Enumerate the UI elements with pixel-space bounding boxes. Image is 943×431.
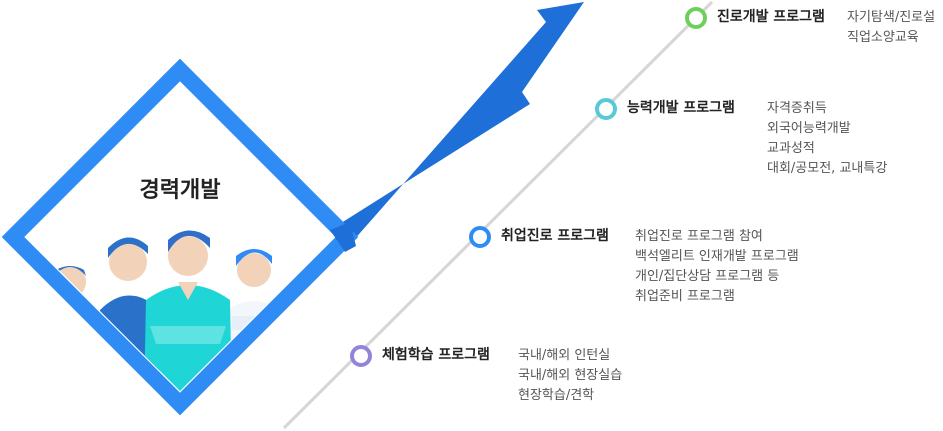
diamond-frame xyxy=(1,58,359,416)
stage-item: 국내/해외 현장실습 xyxy=(518,368,623,383)
progress-line xyxy=(282,0,714,430)
stage-dot xyxy=(350,345,372,367)
stage-item: 대회/공모전, 교내특강 xyxy=(767,161,888,176)
stage-dot xyxy=(685,7,707,29)
stage-item: 직업소양교육 xyxy=(847,30,919,45)
stage-title: 능력개발 프로그램 xyxy=(627,100,735,116)
stage-item: 현장학습/견학 xyxy=(518,388,595,403)
stage-title: 체험학습 프로그램 xyxy=(382,347,490,363)
stage-dot xyxy=(469,226,491,248)
center-label: 경력개발 xyxy=(139,178,221,203)
stage-item: 자격증취득 xyxy=(767,101,827,116)
stage-title: 진로개발 프로그램 xyxy=(717,9,825,25)
stage-item: 백석엘리트 인재개발 프로그램 xyxy=(635,249,799,264)
stage-item: 국내/해외 인턴실 xyxy=(518,348,611,363)
stage-item: 교과성적 xyxy=(767,141,815,156)
stage-item: 자기탐색/진로설 xyxy=(847,10,936,25)
stage-title: 취업진로 프로그램 xyxy=(501,228,609,244)
stage-item: 외국어능력개발 xyxy=(767,121,851,136)
growth-arrow xyxy=(330,2,584,250)
stage-item: 개인/집단상담 프로그램 등 xyxy=(635,269,780,284)
stage-item: 취업준비 프로그램 xyxy=(635,289,735,304)
stage-dot xyxy=(595,98,617,120)
arrow-base-cover xyxy=(330,222,356,252)
stage-item: 취업진로 프로그램 참여 xyxy=(635,229,763,244)
